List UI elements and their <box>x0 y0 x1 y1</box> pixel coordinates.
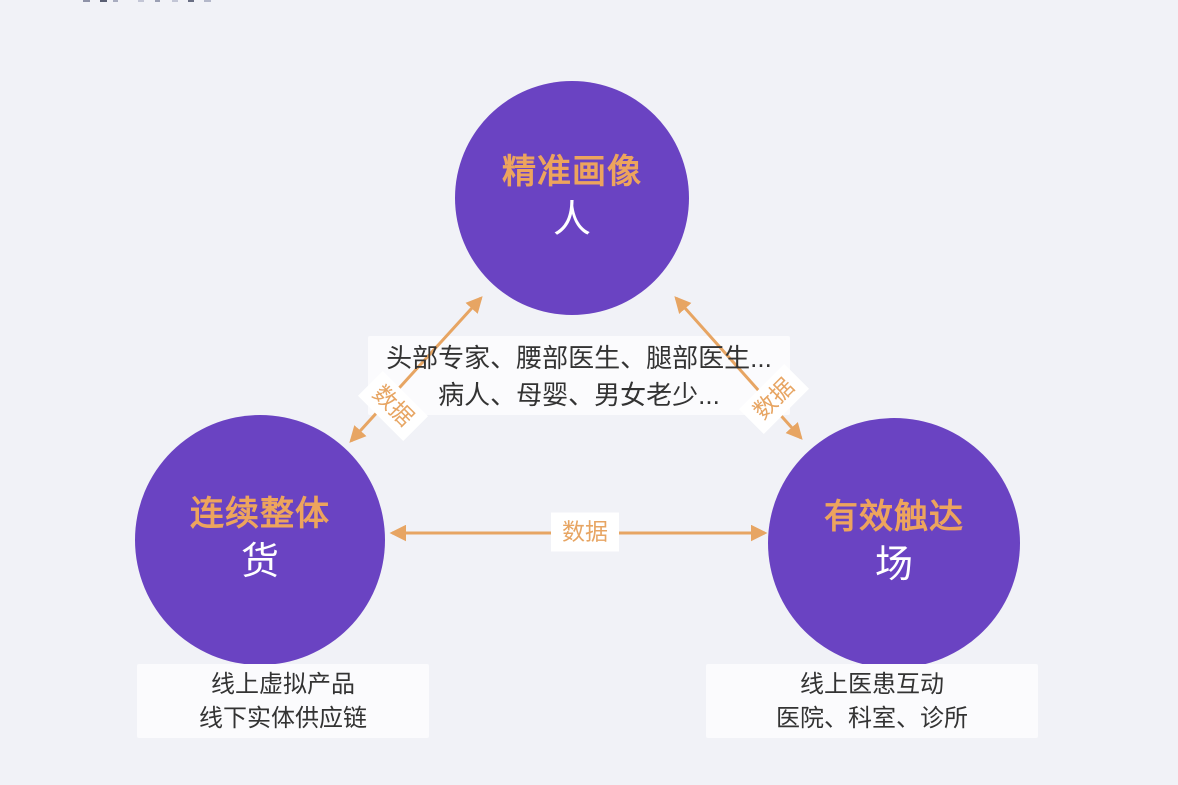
node-people-circle: 精准画像 人 <box>455 81 689 315</box>
center-note: 头部专家、腰部医生、腿部医生... 病人、母婴、男女老少... <box>368 340 790 414</box>
node-place-circle: 有效触达 场 <box>768 418 1020 668</box>
place-caption: 线上医患互动 医院、科室、诊所 <box>706 668 1038 736</box>
left-caption-panel <box>137 664 429 738</box>
node-place-subtitle: 场 <box>874 543 913 586</box>
place-caption-line1: 线上医患互动 <box>800 671 944 698</box>
center-note-line2: 病人、母婴、男女老少... <box>438 380 720 410</box>
node-people-subtitle: 人 <box>552 198 591 241</box>
cropped-title-fragments <box>80 0 220 3</box>
right-caption-panel <box>706 664 1038 738</box>
place-caption-line2: 医院、科室、诊所 <box>776 705 968 732</box>
goods-caption: 线上虚拟产品 线下实体供应链 <box>137 668 429 736</box>
goods-caption-line2: 线下实体供应链 <box>199 705 367 732</box>
center-note-line1: 头部专家、腰部医生、腿部医生... <box>386 343 772 373</box>
goods-caption-line1: 线上虚拟产品 <box>211 671 355 698</box>
node-goods-subtitle: 货 <box>240 540 279 583</box>
node-people-title: 精准画像 <box>502 152 642 191</box>
node-place-title: 有效触达 <box>824 497 964 536</box>
node-goods-circle: 连续整体 货 <box>135 415 385 665</box>
data-label-horizontal: 数据 <box>551 512 619 552</box>
node-goods-title: 连续整体 <box>190 494 330 533</box>
